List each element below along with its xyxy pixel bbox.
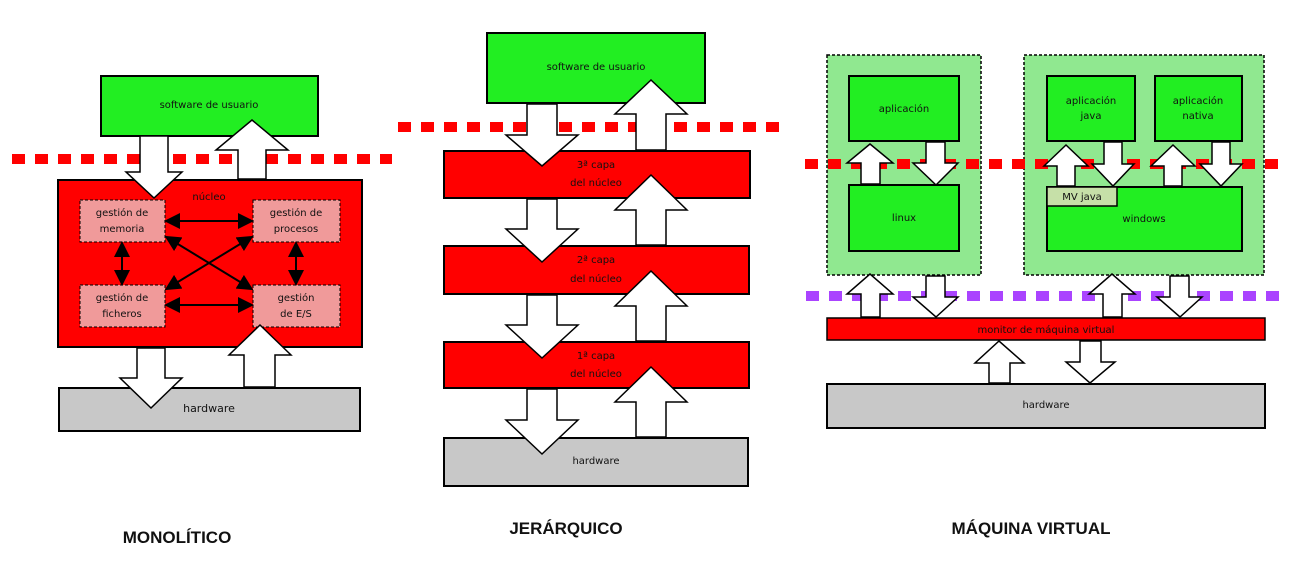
mono-process-label-1: gestión de <box>270 207 323 219</box>
vm-app-label: aplicación <box>879 103 929 115</box>
hier-hardware-box <box>443 437 749 487</box>
mono-up-arrow-bottom <box>227 323 293 388</box>
virtual-machine-diagram: aplicación linux aplicación java aplicac… <box>805 54 1283 538</box>
vm-linux-label: linux <box>892 213 916 224</box>
hier-up-arrow-2 <box>613 173 689 246</box>
hier-up-arrow-1 <box>613 78 689 151</box>
hier-hardware-label: hardware <box>572 456 619 467</box>
vm-linux-monitor-down-arrow <box>910 275 960 319</box>
hier-layer1-box <box>443 341 750 389</box>
hier-layer3-label-2: del núcleo <box>570 177 622 189</box>
vm-java-up-arrow <box>1042 143 1090 187</box>
hier-layer3-box <box>443 150 751 199</box>
mono-memory-label-1: gestión de <box>96 207 149 219</box>
mono-down-arrow-top <box>124 135 184 200</box>
hier-user-software-label: software de usuario <box>547 62 646 73</box>
vm-title: MÁQUINA VIRTUAL <box>952 519 1111 538</box>
mono-up-arrow-top <box>213 119 291 180</box>
hier-layer2-label-2: del núcleo <box>570 273 622 285</box>
vm-native-app-box <box>1154 75 1243 142</box>
hier-layer1-label-1: 1ª capa <box>577 351 615 362</box>
mono-down-arrow-bottom <box>118 347 184 410</box>
mono-module-arrows <box>114 213 304 313</box>
mono-user-software-label: software de usuario <box>160 100 259 111</box>
mono-memory-box <box>79 199 166 243</box>
mono-hardware-box <box>58 387 361 432</box>
hier-layer1-label-2: del núcleo <box>570 368 622 380</box>
vm-java-app-box <box>1046 75 1136 142</box>
vm-java-down-arrow <box>1090 141 1136 188</box>
mono-process-box <box>252 199 341 243</box>
mono-files-box <box>79 284 166 328</box>
vm-mv-java-label: MV java <box>1062 192 1102 203</box>
mono-title: MONOLÍTICO <box>123 528 232 547</box>
vm-hardware-down-arrow <box>1064 340 1118 384</box>
vm-linux-down-arrow <box>911 141 960 187</box>
vm-native-app-label-2: nativa <box>1182 111 1213 122</box>
mono-memory-label-2: memoria <box>100 224 145 235</box>
mono-io-label-1: gestión <box>278 292 315 304</box>
mono-io-label-2: de E/S <box>280 309 312 320</box>
vm-native-up-arrow <box>1149 143 1197 187</box>
hier-layer2-box <box>443 245 750 295</box>
hier-down-arrow-4 <box>504 388 580 456</box>
hier-layer3-label-1: 3ª capa <box>577 160 615 171</box>
vm-java-app-label-2: java <box>1080 111 1102 122</box>
vm-java-app-label-1: aplicación <box>1066 95 1116 107</box>
mono-kernel-label: núcleo <box>192 191 225 203</box>
vm-linux-monitor-up-arrow <box>844 273 896 318</box>
vm-linux-box <box>848 184 960 252</box>
vm-app-box <box>848 75 960 142</box>
mono-user-software-box <box>100 75 319 137</box>
vm-windows-monitor-down-arrow <box>1154 275 1204 319</box>
vm-native-down-arrow <box>1198 141 1244 188</box>
hier-up-arrow-3 <box>613 269 689 342</box>
vm-linux-up-arrow <box>844 143 896 185</box>
vm-mv-java-box <box>1046 186 1118 207</box>
vm-monitor-label: monitor de máquina virtual <box>978 324 1115 336</box>
mono-hardware-label: hardware <box>183 402 235 415</box>
vm-hardware-box <box>826 383 1266 429</box>
hierarchical-diagram: hardware 3ª capa del núcleo 2ª capa del … <box>398 32 782 538</box>
vm-native-app-label-1: aplicación <box>1173 95 1223 107</box>
vm-hardware-label: hardware <box>1022 400 1069 411</box>
hier-down-arrow-2 <box>504 198 580 264</box>
mono-io-box <box>252 284 341 328</box>
mono-process-label-2: procesos <box>274 224 319 235</box>
vm-windows-label: windows <box>1122 214 1165 225</box>
hier-user-software-box <box>486 32 706 104</box>
vm-monitor-box <box>826 317 1266 341</box>
vm-windows-monitor-up-arrow <box>1086 273 1138 318</box>
monolithic-diagram: hardware núcleo gestión de memoria gesti… <box>12 75 392 547</box>
hier-up-arrow-4 <box>613 365 689 438</box>
mono-files-label-2: ficheros <box>102 309 142 320</box>
hier-layer2-label-1: 2ª capa <box>577 255 615 266</box>
mono-files-label-1: gestión de <box>96 292 149 304</box>
vm-hardware-up-arrow <box>973 339 1026 384</box>
hier-down-arrow-3 <box>504 294 580 360</box>
hier-down-arrow-1 <box>503 103 581 167</box>
hier-title: JERÁRQUICO <box>509 519 622 538</box>
